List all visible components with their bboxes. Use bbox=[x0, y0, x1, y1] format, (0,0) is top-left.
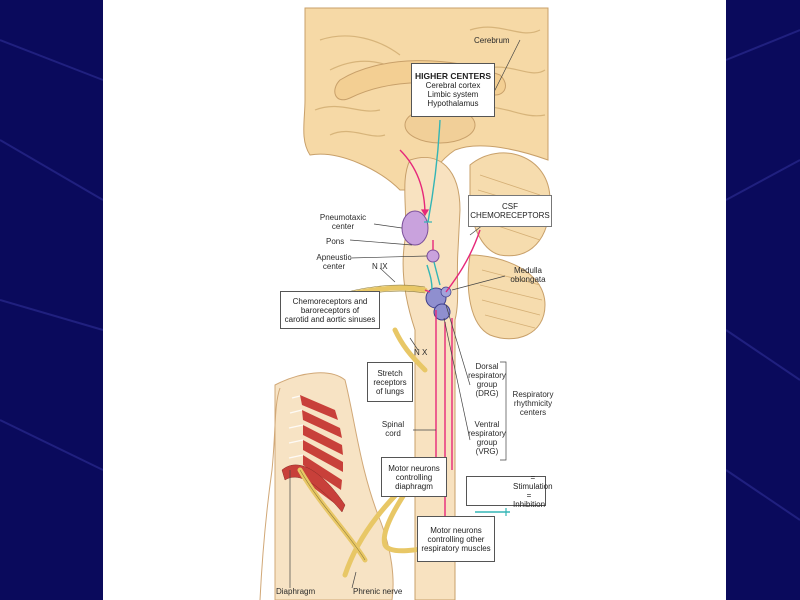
label-drg: Dorsal respiratory group (DRG) bbox=[466, 362, 508, 398]
higher-centers-line-3: Hypothalamus bbox=[427, 99, 479, 108]
csf-line-2: CHEMORECEPTORS bbox=[470, 211, 550, 220]
box-higher-centers: HIGHER CENTERS Cerebral cortex Limbic sy… bbox=[411, 63, 495, 117]
label-diaphragm: Diaphragm bbox=[276, 587, 316, 596]
box-stretch-receptors: Stretch receptors of lungs bbox=[367, 362, 413, 402]
box-csf-chemoreceptors: CSF CHEMORECEPTORS bbox=[468, 195, 552, 227]
vrg-line-4: (VRG) bbox=[475, 447, 499, 456]
higher-centers-line-1: Cerebral cortex bbox=[425, 81, 481, 90]
motor-other-line-3: respiratory muscles bbox=[421, 543, 491, 553]
stretch-line-3: of lungs bbox=[375, 386, 405, 396]
stretch-line-1: Stretch bbox=[377, 368, 403, 378]
medulla-line-1: Medulla bbox=[513, 266, 542, 275]
apneustic-center bbox=[426, 249, 440, 263]
label-nx: N X bbox=[414, 348, 428, 357]
cerebellum bbox=[467, 152, 551, 340]
label-rhythmicity-centers: Respiratory rhythmicity centers bbox=[508, 390, 558, 417]
label-pneumotaxic-center: Pneumotaxic center bbox=[312, 213, 374, 231]
box-chemoreceptors-baroreceptors: Chemoreceptors and baroreceptors of caro… bbox=[280, 291, 380, 329]
label-cerebrum: Cerebrum bbox=[474, 36, 510, 45]
vrg-line-3: group bbox=[476, 438, 498, 447]
legend-inhibition: = Inhibition bbox=[513, 491, 546, 509]
pneumotaxic-center bbox=[401, 210, 429, 246]
motor-diaphragm-line-2: controlling bbox=[395, 472, 433, 482]
rhythmicity-line-1: Respiratory bbox=[512, 390, 554, 399]
label-nix: N IX bbox=[372, 262, 388, 271]
box-motor-neurons-diaphragm: Motor neurons controlling diaphragm bbox=[381, 457, 447, 497]
vrg-center bbox=[433, 303, 451, 321]
drg-line-2: respiratory bbox=[468, 371, 506, 380]
diaphragm-muscle bbox=[281, 464, 346, 513]
stretch-line-2: receptors bbox=[373, 377, 407, 387]
label-phrenic-nerve: Phrenic nerve bbox=[353, 587, 403, 596]
chemo-line-1: Chemoreceptors and bbox=[292, 296, 368, 306]
drg-line-1: Dorsal bbox=[475, 362, 499, 371]
chemo-line-3: carotid and aortic sinuses bbox=[284, 314, 376, 324]
apneustic-line-2: center bbox=[322, 262, 346, 271]
legend-box: = Stimulation = Inhibition bbox=[466, 473, 553, 509]
chemo-line-2: baroreceptors of bbox=[300, 305, 360, 315]
motor-other-line-1: Motor neurons bbox=[430, 525, 482, 535]
pneumotaxic-line-1: Pneumotaxic bbox=[319, 213, 367, 222]
medulla-line-2: oblongata bbox=[510, 275, 546, 284]
motor-diaphragm-line-1: Motor neurons bbox=[388, 463, 440, 473]
label-medulla: Medulla oblongata bbox=[503, 266, 553, 284]
box-motor-neurons-other: Motor neurons controlling other respirat… bbox=[417, 516, 495, 562]
pneumotaxic-line-2: center bbox=[331, 222, 355, 231]
torso-outline bbox=[274, 372, 394, 600]
spinal-line-1: Spinal bbox=[381, 420, 405, 429]
label-vrg: Ventral respiratory group (VRG) bbox=[466, 420, 508, 456]
csf-line-1: CSF bbox=[502, 202, 518, 211]
label-apneustic-center: Apneustic center bbox=[314, 253, 354, 271]
drg-line-4: (DRG) bbox=[475, 389, 499, 398]
rhythmicity-line-2: rhythmicity bbox=[513, 399, 553, 408]
vrg-line-2: respiratory bbox=[468, 429, 506, 438]
vrg-line-1: Ventral bbox=[474, 420, 500, 429]
apneustic-line-1: Apneustic bbox=[316, 253, 352, 262]
rhythmicity-line-3: centers bbox=[519, 408, 547, 417]
drg-line-3: group bbox=[476, 380, 498, 389]
label-spinal-cord: Spinal cord bbox=[376, 420, 410, 438]
inhibition-pathways bbox=[426, 119, 510, 513]
motor-diaphragm-line-3: diaphragm bbox=[395, 481, 433, 491]
motor-other-line-2: controlling other bbox=[427, 534, 485, 544]
higher-centers-title: HIGHER CENTERS bbox=[414, 71, 492, 81]
legend-stimulation: = Stimulation bbox=[513, 473, 553, 491]
higher-centers-line-2: Limbic system bbox=[427, 90, 479, 99]
label-pons: Pons bbox=[326, 237, 345, 246]
spinal-line-2: cord bbox=[385, 429, 401, 438]
